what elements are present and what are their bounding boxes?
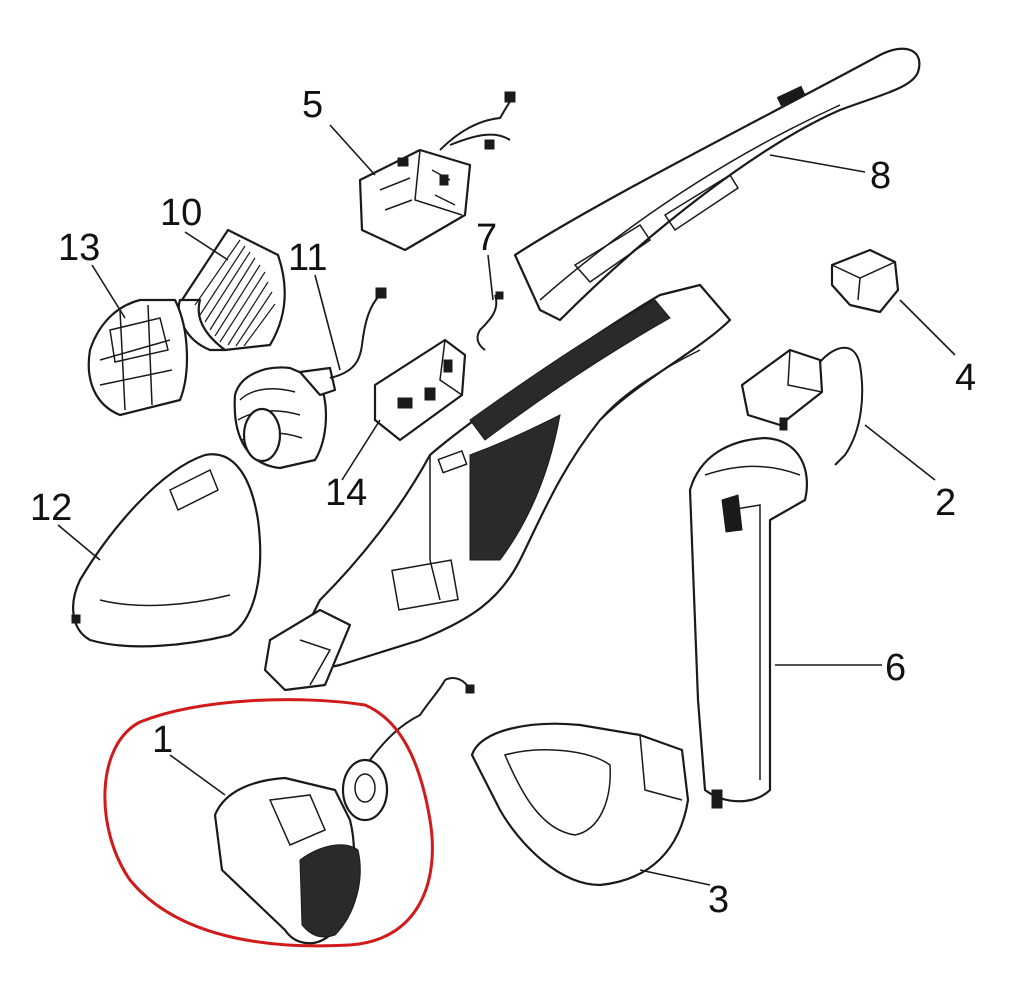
callout-13: 13 — [58, 227, 100, 269]
callout-8: 8 — [870, 155, 891, 197]
part-8-upper-handle[interactable] — [513, 47, 921, 322]
callout-2: 2 — [935, 482, 956, 524]
main-body-housing[interactable] — [263, 283, 732, 692]
callout-6: 6 — [885, 647, 906, 689]
callout-3: 5 — [302, 84, 323, 126]
part-7-wire[interactable] — [476, 291, 504, 351]
callout-10: 10 — [160, 192, 202, 234]
callout-11: 11 — [288, 237, 327, 279]
callout-4: 4 — [955, 357, 976, 399]
part-12-dust-bowl[interactable] — [71, 453, 262, 648]
callout-labels: 5 7 8 10 13 11 4 14 2 12 6 1 3 — [30, 84, 976, 921]
callout-12: 12 — [30, 487, 72, 529]
part-13-filter-cage[interactable] — [87, 298, 189, 417]
callout-7: 7 — [476, 217, 497, 259]
part-4-clip[interactable] — [830, 248, 900, 314]
part-1-floor-head[interactable] — [213, 677, 475, 945]
part-6-stick-tube[interactable] — [688, 436, 808, 809]
part-10-pleated-filter[interactable] — [177, 228, 286, 352]
callout-14: 14 — [325, 472, 367, 514]
leader-lines — [57, 124, 956, 886]
part-3-battery-pack[interactable] — [358, 91, 516, 252]
part-11-motor[interactable] — [233, 287, 387, 470]
part-2-charger[interactable] — [740, 346, 864, 466]
callout-5: 3 — [708, 879, 729, 921]
part-14-circuit-board[interactable] — [373, 338, 467, 442]
part-5-wall-mount[interactable] — [470, 722, 690, 887]
callout-1: 1 — [152, 719, 173, 761]
highlight-ring-part-1 — [103, 698, 434, 948]
